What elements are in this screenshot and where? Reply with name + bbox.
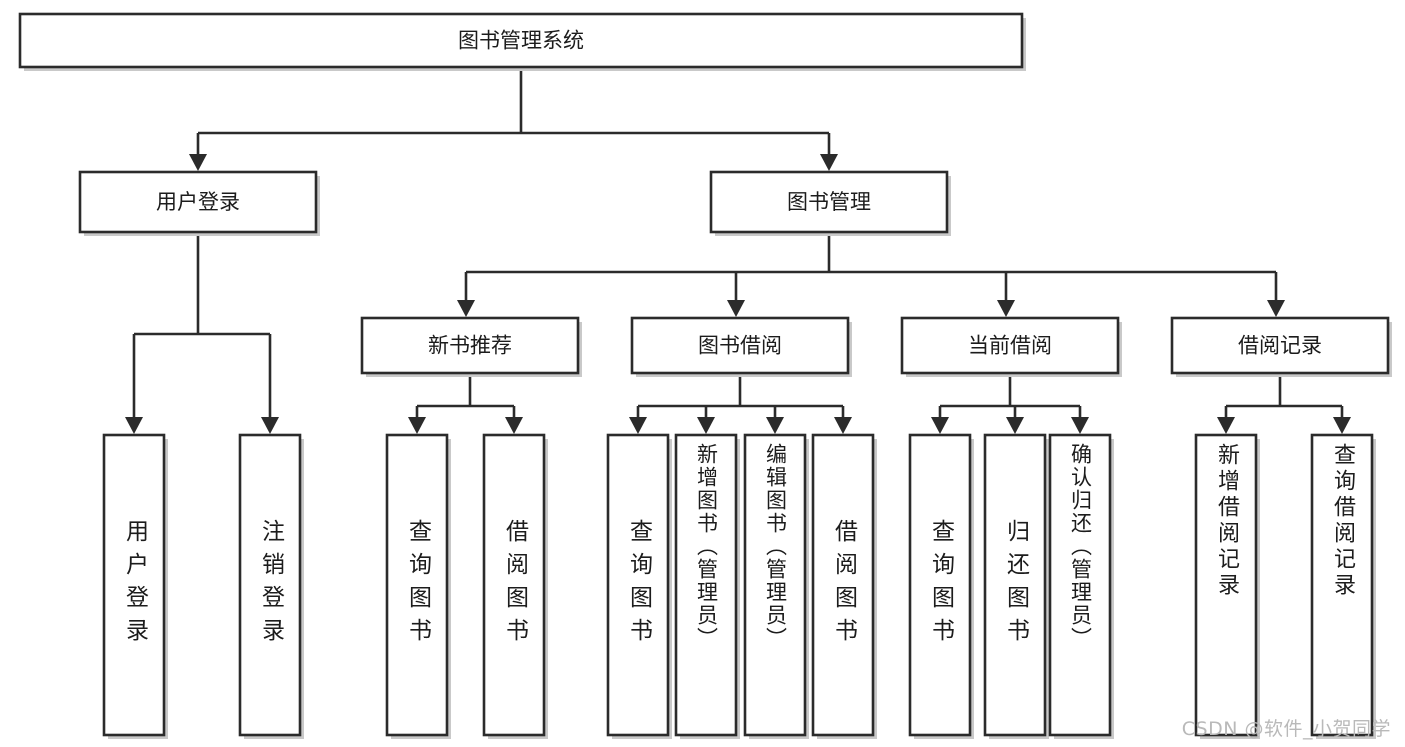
node-box[interactable] bbox=[1194, 433, 1258, 737]
connector-user-login-bus bbox=[125, 232, 279, 434]
node-label: 新书推荐 bbox=[428, 334, 512, 358]
arrow-head-icon bbox=[125, 417, 143, 434]
node-leaf-query-book-2[interactable] bbox=[606, 433, 672, 739]
node-new-book-recommend[interactable]: 新书推荐 bbox=[360, 316, 582, 377]
arrow-head-icon bbox=[1071, 417, 1089, 434]
node-leaf-add-record[interactable] bbox=[1194, 433, 1260, 739]
arrow-head-icon bbox=[629, 417, 647, 434]
node-box[interactable] bbox=[900, 316, 1120, 375]
arrow-head-icon bbox=[1217, 417, 1235, 434]
node-box[interactable] bbox=[78, 170, 318, 234]
node-box[interactable] bbox=[674, 433, 738, 737]
connector-book-borrow-bus bbox=[629, 373, 852, 434]
node-box[interactable] bbox=[102, 433, 166, 737]
arrow-head-icon bbox=[1267, 300, 1285, 317]
node-leaf-user-logout[interactable] bbox=[238, 433, 304, 739]
node-leaf-edit-book[interactable] bbox=[743, 433, 809, 739]
arrow-head-icon bbox=[408, 417, 426, 434]
node-leaf-borrow-book-2[interactable] bbox=[811, 433, 877, 739]
arrow-head-icon bbox=[261, 417, 279, 434]
arrow-head-icon bbox=[505, 417, 523, 434]
arrow-head-icon bbox=[931, 417, 949, 434]
node-user-login[interactable]: 用户登录 bbox=[78, 170, 320, 236]
connector-root-bus bbox=[189, 67, 838, 171]
node-box[interactable] bbox=[743, 433, 807, 737]
connector-current-borrow-bus bbox=[931, 373, 1089, 434]
node-box[interactable] bbox=[1170, 316, 1390, 375]
node-leaf-user-login[interactable] bbox=[102, 433, 168, 739]
node-box[interactable] bbox=[1048, 433, 1112, 737]
connector-borrow-record-bus bbox=[1217, 373, 1351, 434]
node-box[interactable] bbox=[1310, 433, 1374, 737]
node-box[interactable] bbox=[811, 433, 875, 737]
node-label: 用户登录 bbox=[156, 190, 240, 214]
node-label: 图书借阅 bbox=[698, 334, 782, 358]
watermark: CSDN @软件_小贺同学 bbox=[1181, 718, 1391, 740]
node-label: 当前借阅 bbox=[968, 334, 1052, 358]
connector-book-manage-bus bbox=[457, 232, 1285, 317]
node-leaf-return-book[interactable] bbox=[983, 433, 1049, 739]
node-book-manage[interactable]: 图书管理 bbox=[709, 170, 951, 236]
node-box[interactable] bbox=[482, 433, 546, 737]
arrow-head-icon bbox=[189, 154, 207, 171]
node-box[interactable] bbox=[385, 433, 449, 737]
node-box[interactable] bbox=[360, 316, 580, 375]
arrow-head-icon bbox=[820, 154, 838, 171]
node-borrow-record[interactable]: 借阅记录 bbox=[1170, 316, 1392, 377]
node-leaf-query-record[interactable] bbox=[1310, 433, 1376, 739]
arrow-head-icon bbox=[997, 300, 1015, 317]
node-root[interactable]: 图书管理系统 bbox=[18, 12, 1026, 71]
node-leaf-query-book-1[interactable] bbox=[385, 433, 451, 739]
arrow-head-icon bbox=[766, 417, 784, 434]
node-box[interactable] bbox=[18, 12, 1024, 69]
node-box[interactable] bbox=[908, 433, 972, 737]
connector-new-book-bus bbox=[408, 373, 523, 434]
node-label: 图书管理 bbox=[787, 190, 871, 214]
node-leaf-add-book[interactable] bbox=[674, 433, 740, 739]
node-leaf-borrow-book-1[interactable] bbox=[482, 433, 548, 739]
node-box[interactable] bbox=[238, 433, 302, 737]
node-box[interactable] bbox=[630, 316, 850, 375]
arrow-head-icon bbox=[1006, 417, 1024, 434]
edges-layer bbox=[125, 67, 1351, 434]
node-leaf-query-book-3[interactable] bbox=[908, 433, 974, 739]
arrow-head-icon bbox=[1333, 417, 1351, 434]
arrow-head-icon bbox=[697, 417, 715, 434]
node-leaf-confirm-return[interactable] bbox=[1048, 433, 1114, 739]
node-box[interactable] bbox=[709, 170, 949, 234]
arrow-head-icon bbox=[727, 300, 745, 317]
node-book-borrow[interactable]: 图书借阅 bbox=[630, 316, 852, 377]
arrow-head-icon bbox=[834, 417, 852, 434]
node-box[interactable] bbox=[983, 433, 1047, 737]
node-label: 借阅记录 bbox=[1238, 334, 1322, 358]
node-current-borrow[interactable]: 当前借阅 bbox=[900, 316, 1122, 377]
arrow-head-icon bbox=[457, 300, 475, 317]
node-label: 图书管理系统 bbox=[458, 29, 584, 53]
node-box[interactable] bbox=[606, 433, 670, 737]
